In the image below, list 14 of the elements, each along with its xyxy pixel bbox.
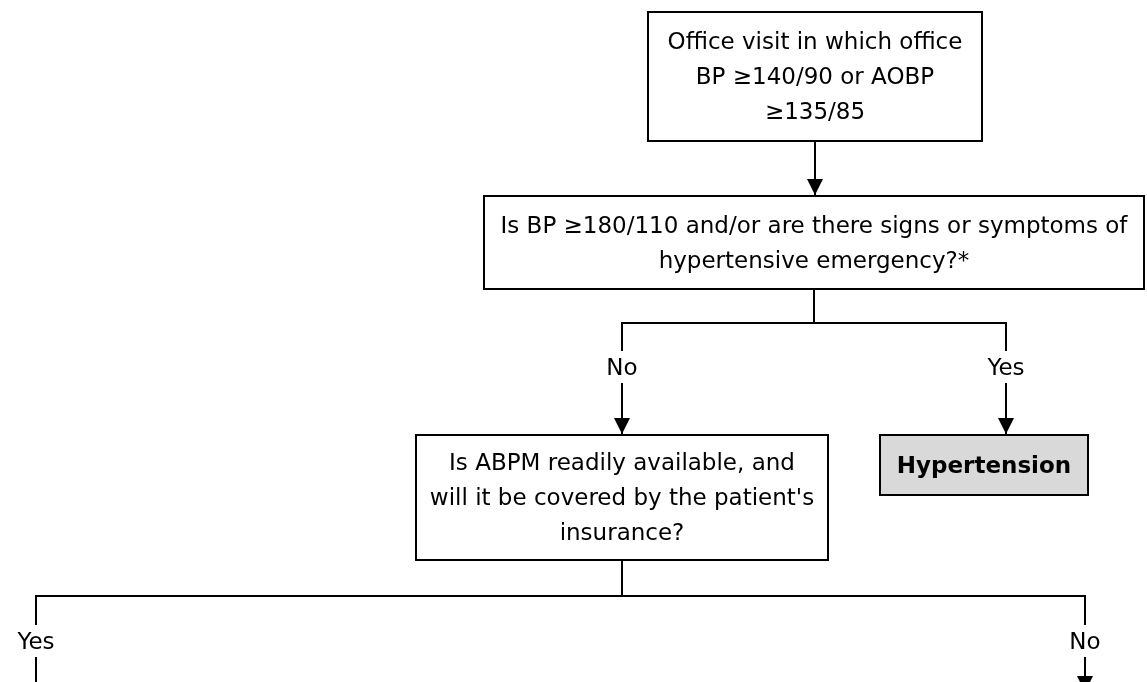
decision-box: Is ABPM readily available, and will it be covered by the patient's insurance? xyxy=(415,434,829,561)
decision-box: Is BP ≥180/110 and/or are there signs or symptoms of hypertensive emergency?* xyxy=(483,195,1145,290)
branch-label: Yes xyxy=(6,625,66,657)
branch-label: No xyxy=(1057,625,1113,657)
start-box: Office visit in which office BP ≥140/90 or AOBP ≥135/85 xyxy=(647,11,983,142)
arrow xyxy=(1077,656,1093,682)
connector-line xyxy=(813,289,1007,352)
arrow xyxy=(807,141,823,196)
connector-line xyxy=(35,656,37,682)
result-box: Hypertension xyxy=(879,434,1089,496)
arrow xyxy=(614,382,630,435)
branch-label: Yes xyxy=(976,351,1036,383)
branch-label: No xyxy=(594,351,650,383)
arrow xyxy=(998,382,1014,435)
